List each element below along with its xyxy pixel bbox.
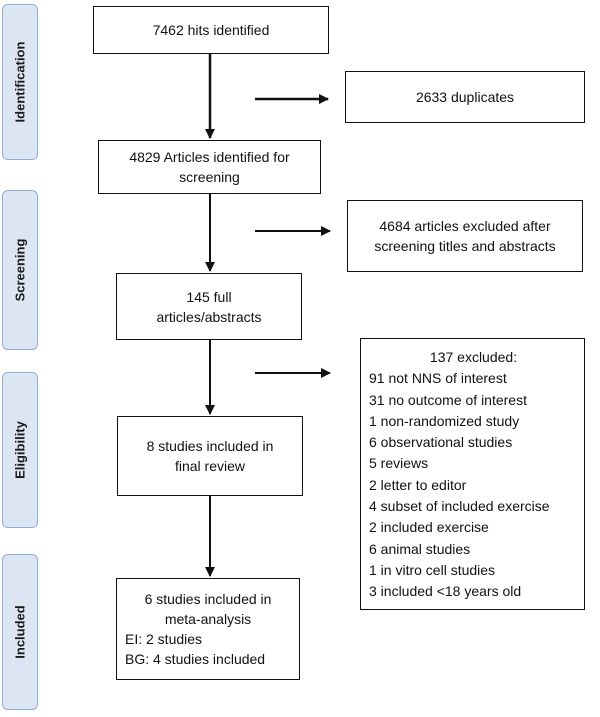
full-articles-box: 145 full articles/abstracts (116, 273, 302, 340)
excluded-after-screening-line2: screening titles and abstracts (374, 238, 556, 254)
hits-identified-box: 7462 hits identified (93, 6, 329, 54)
hits-identified-text: 7462 hits identified (152, 22, 270, 38)
exclusion-item: 91 not NNS of interest (369, 370, 507, 387)
exclusion-item: 6 observational studies (369, 434, 513, 451)
exclusion-item: 5 reviews (369, 455, 429, 472)
articles-for-screening-box: 4829 Articles identified for screening (98, 140, 321, 194)
exclusion-item: 2 letter to editor (369, 476, 467, 493)
excluded-after-screening-line1: 4684 articles excluded after (379, 218, 551, 234)
meta-analysis-line1: 6 studies included in (144, 591, 272, 607)
meta-analysis-line2: meta-analysis (164, 611, 252, 627)
excluded-after-screening-box: 4684 articles excluded after screening t… (347, 200, 583, 272)
exclusion-item: 1 in vitro cell studies (369, 561, 496, 578)
articles-for-screening-line1: 4829 Articles identified for (129, 149, 290, 165)
stage-screening-label: Screening (12, 238, 28, 302)
exclusion-item: 31 no outcome of interest (369, 391, 527, 408)
final-review-line1: 8 studies included in (146, 438, 274, 454)
meta-analysis-box: 6 studies included in meta-analysis EI: … (116, 578, 300, 680)
articles-for-screening-line2: screening (179, 169, 240, 185)
exclusions-box: 137 excluded: 91 not NNS of interest 31 … (360, 338, 585, 610)
duplicates-box: 2633 duplicates (345, 71, 585, 123)
stage-screening: Screening (2, 190, 38, 350)
exclusion-item: 2 included exercise (369, 519, 489, 536)
stage-eligibility: Eligibility (2, 372, 38, 528)
stage-included: Included (2, 554, 38, 710)
stage-identification: Identification (2, 4, 38, 160)
stage-included-label: Included (12, 605, 28, 659)
meta-analysis-line4: BG: 4 studies included (125, 651, 266, 667)
duplicates-text: 2633 duplicates (415, 89, 515, 105)
exclusion-item: 1 non-randomized study (369, 412, 520, 429)
stage-eligibility-label: Eligibility (12, 421, 28, 479)
exclusions-title: 137 excluded: (429, 349, 518, 365)
full-articles-line2: articles/abstracts (156, 308, 262, 325)
final-review-line2: final review (174, 458, 246, 474)
final-review-box: 8 studies included in final review (117, 416, 303, 496)
stage-identification-label: Identification (12, 41, 28, 123)
exclusion-item: 3 included <18 years old (369, 583, 522, 600)
meta-analysis-line3: EI: 2 studies (125, 631, 203, 647)
full-articles-line1: 145 full (186, 288, 232, 305)
exclusion-item: 6 animal studies (369, 540, 471, 557)
exclusion-item: 4 subset of included exercise (369, 498, 550, 515)
